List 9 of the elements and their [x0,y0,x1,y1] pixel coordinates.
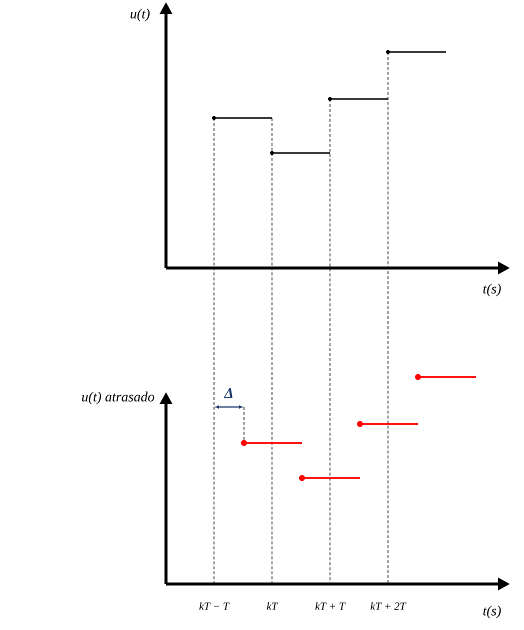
tick-label: kT + 2T [370,602,406,610]
axis-label: t(s) [483,284,501,296]
axis-label: u(t) atrasado [82,392,154,404]
axis-label: u(t) [130,8,150,22]
delta-label: Δ [224,388,232,398]
tick-label: kT − T [199,602,230,610]
axis-label: t(s) [483,606,501,618]
tick-label: kT [266,602,278,610]
tick-label: kT + T [315,602,346,610]
